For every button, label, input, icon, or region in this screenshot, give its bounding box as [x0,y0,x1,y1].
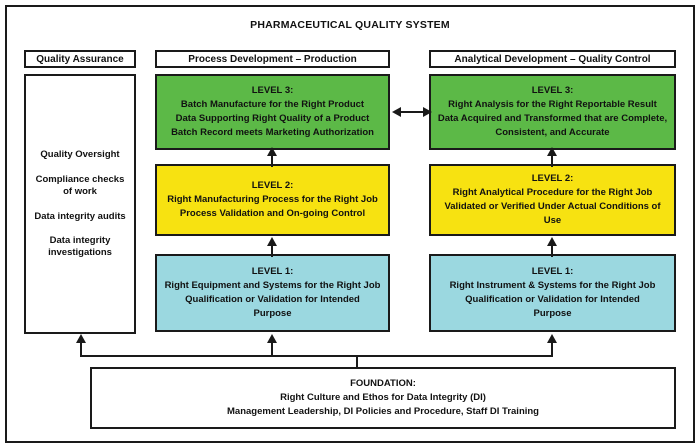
foundation-heading: FOUNDATION: [350,377,416,389]
qa-item-quality-oversight: Quality Oversight [40,148,120,160]
process-level2-heading: LEVEL 2: [251,180,294,192]
header-quality-assurance-label: Quality Assurance [36,53,124,65]
process-level2-line1: Right Manufacturing Process for the Righ… [167,194,378,206]
analytical-level3-box: LEVEL 3: Right Analysis for the Right Re… [429,74,676,150]
foundation-line2: Management Leadership, DI Policies and P… [227,406,539,418]
process-level1-line1: Right Equipment and Systems for the Righ… [164,280,381,292]
connector-process-l2-to-l3-arrow [267,147,277,156]
analytical-level1-heading: LEVEL 1: [531,266,574,278]
header-process-development: Process Development – Production [155,50,390,68]
process-level3-line2: Data Supporting Right Quality of a Produ… [175,113,370,124]
process-level1-line2: Qualification or Validation for Intended [185,294,360,305]
analytical-level2-box: LEVEL 2: Right Analytical Procedure for … [429,164,676,236]
connector-analytical-l2-to-l3-arrow [547,147,557,156]
qa-item-compliance-checks: Compliance checks of work [35,173,125,197]
process-level3-box: LEVEL 3: Batch Manufacture for the Right… [155,74,390,150]
connector-foundation-to-analytical-l1-arrow [547,334,557,343]
connector-foundation-to-process-l1-line [271,343,273,357]
process-level3-line3: Batch Record meets Marketing Authorizati… [171,126,374,138]
process-level1-line3: Purpose [253,307,292,319]
process-level1-box: LEVEL 1: Right Equipment and Systems for… [155,254,390,332]
connector-foundation-to-process-l1-arrow [267,334,277,343]
process-level3-line1: Batch Manufacture for the Right Product [180,99,365,111]
process-level3-heading: LEVEL 3: [251,85,294,97]
qa-item-data-integrity-audits: Data integrity audits [34,210,126,222]
foundation-riser [356,357,358,369]
header-quality-assurance: Quality Assurance [24,50,136,68]
analytical-level3-heading: LEVEL 3: [531,85,574,97]
analytical-level3-line2: Data Acquired and Transformed that are C… [437,113,668,124]
connector-level3-link-arrow-left [392,107,401,117]
connector-foundation-to-qa-arrow [76,334,86,343]
analytical-level3-line3: Consistent, and Accurate [495,126,610,138]
header-analytical-development-label: Analytical Development – Quality Control [454,53,651,65]
connector-level3-link-arrow-right [423,107,432,117]
analytical-level1-line1: Right Instrument & Systems for the Right… [449,280,656,292]
foundation-line1: Right Culture and Ethos for Data Integri… [280,391,486,403]
quality-assurance-panel: Quality Oversight Compliance checks of w… [24,74,136,334]
analytical-level2-line2: Validated or Verified Under Actual Condi… [444,201,661,226]
page-title: PHARMACEUTICAL QUALITY SYSTEM [250,19,450,31]
header-analytical-development: Analytical Development – Quality Control [429,50,676,68]
connector-foundation-to-qa-line [80,343,82,357]
analytical-level2-line1: Right Analytical Procedure for the Right… [452,187,653,199]
diagram-frame: PHARMACEUTICAL QUALITY SYSTEM Quality As… [5,5,695,443]
analytical-level1-line2: Qualification or Validation for Intended [465,294,640,305]
foundation-box: FOUNDATION: Right Culture and Ethos for … [90,367,676,429]
process-level2-line2: Process Validation and On-going Control [179,207,366,219]
connector-level3-link-line [396,111,428,113]
analytical-level2-heading: LEVEL 2: [531,173,574,185]
analytical-level3-line1: Right Analysis for the Right Reportable … [448,99,657,111]
analytical-level1-line3: Purpose [533,307,572,319]
connector-process-l1-to-l2-line [271,245,273,257]
connector-analytical-l1-to-l2-arrow [547,237,557,246]
connector-process-l1-to-l2-arrow [267,237,277,246]
process-level2-box: LEVEL 2: Right Manufacturing Process for… [155,164,390,236]
connector-analytical-l1-to-l2-line [551,245,553,257]
connector-analytical-l2-to-l3-line [551,155,553,167]
header-process-development-label: Process Development – Production [188,53,357,65]
connector-process-l2-to-l3-line [271,155,273,167]
analytical-level1-box: LEVEL 1: Right Instrument & Systems for … [429,254,676,332]
process-level1-heading: LEVEL 1: [251,266,294,278]
foundation-bus-line [80,355,551,357]
connector-foundation-to-analytical-l1-line [551,343,553,357]
qa-item-data-integrity-investigations: Data integrity investigations [48,235,112,259]
